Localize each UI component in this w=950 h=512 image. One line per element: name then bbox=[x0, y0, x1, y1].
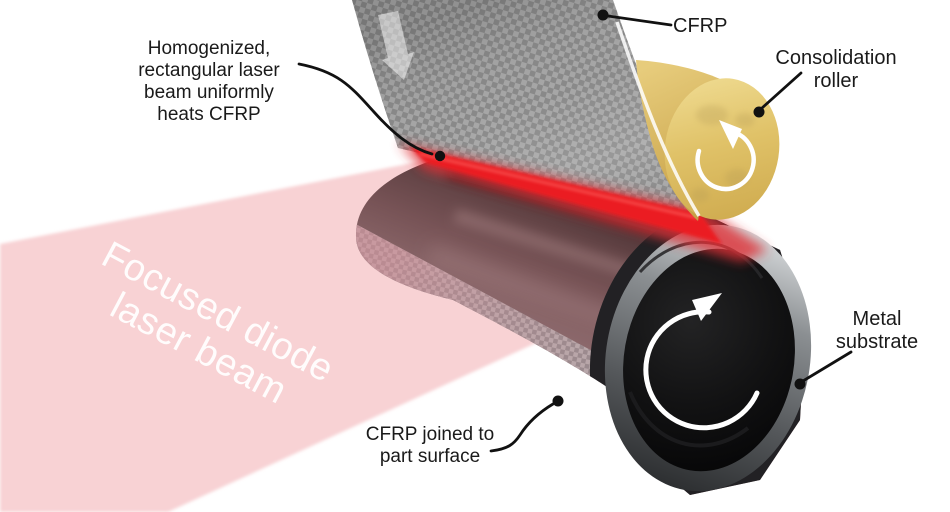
label-line: beam uniformly bbox=[144, 82, 274, 104]
leader-dot-cfrp bbox=[597, 9, 609, 21]
label-cfrp-joined: CFRP joined to part surface bbox=[345, 424, 515, 468]
label-line: roller bbox=[813, 70, 859, 93]
leader-lines bbox=[297, 14, 853, 453]
label-metal-substrate: Metal substrate bbox=[807, 308, 947, 354]
leader-consolidation bbox=[760, 71, 803, 110]
tape-sheen bbox=[352, 0, 700, 218]
label-line: Metal bbox=[852, 308, 902, 330]
heated-zone-highlight bbox=[419, 152, 699, 220]
label-line: Homogenized, bbox=[147, 38, 271, 59]
leader-dot-metal bbox=[794, 378, 806, 390]
label-line: Consolidation bbox=[775, 47, 897, 69]
ccw-rotation-arrow-icon bbox=[695, 120, 756, 192]
leader-metal bbox=[801, 350, 853, 383]
label-cfrp: CFRP bbox=[673, 15, 728, 37]
label-line: CFRP joined to bbox=[365, 424, 495, 445]
heated-zone bbox=[398, 143, 768, 262]
label-homogenized: Homogenized, rectangular laser beam unif… bbox=[118, 38, 300, 126]
heated-zone-core bbox=[410, 147, 722, 244]
leader-dots bbox=[434, 9, 806, 407]
tape-edge-highlight bbox=[615, 21, 701, 217]
leader-dot-consolidation bbox=[753, 106, 765, 118]
label-line: rectangular laser bbox=[138, 60, 280, 82]
label-consolidation-roller: Consolidation roller bbox=[756, 47, 916, 93]
leader-dot-joined bbox=[552, 395, 564, 407]
leader-joined bbox=[489, 402, 555, 453]
leader-dot-homogenized bbox=[434, 150, 446, 162]
bore-streak2 bbox=[628, 391, 750, 448]
down-arrow-icon bbox=[378, 11, 414, 80]
cw-rotation-arrow-icon bbox=[643, 293, 760, 431]
cfrp-tape bbox=[352, 0, 700, 218]
label-line: part surface bbox=[379, 446, 481, 468]
label-line: heats CFRP bbox=[157, 104, 261, 126]
roller-face bbox=[664, 78, 780, 220]
leader-homogenized bbox=[297, 62, 434, 156]
label-line: substrate bbox=[835, 331, 919, 354]
leader-cfrp bbox=[606, 14, 673, 27]
consolidation-roller bbox=[615, 21, 780, 221]
